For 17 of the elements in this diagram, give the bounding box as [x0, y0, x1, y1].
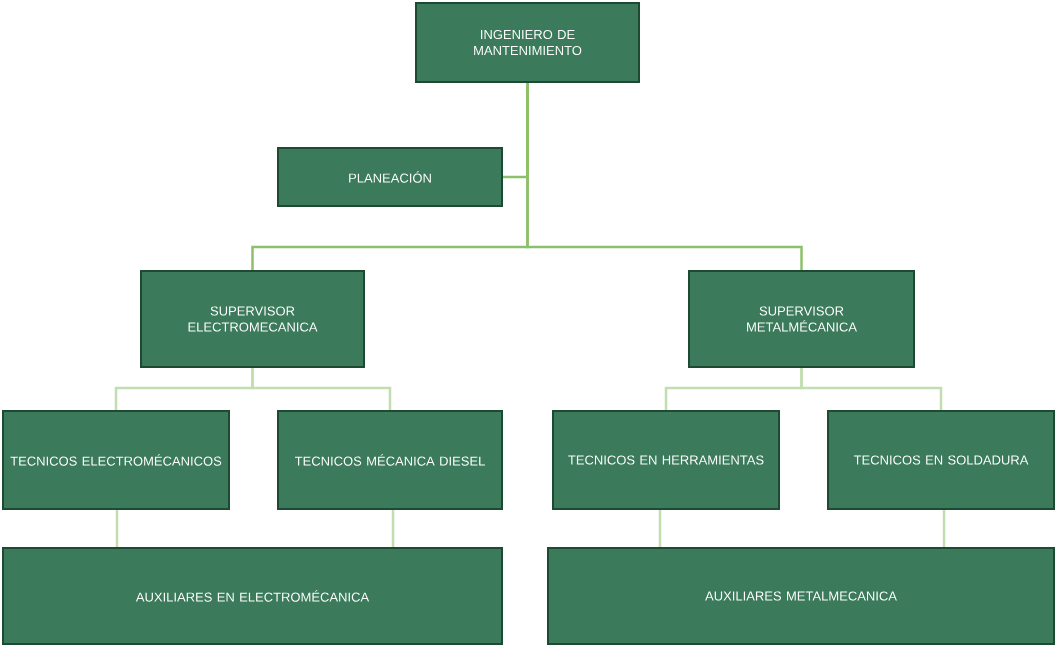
- org-box: AUXILIARES EN ELECTROMÉCANICA: [2, 547, 503, 645]
- org-box: SUPERVISOR METALMÉCANICA: [688, 270, 915, 368]
- org-box: AUXILIARES METALMECANICA: [547, 547, 1055, 645]
- org-box: INGENIERO DE MANTENIMIENTO: [415, 2, 640, 83]
- org-box: TECNICOS EN SOLDADURA: [827, 410, 1055, 510]
- connector-line: [800, 368, 943, 410]
- org-box: TECNICOS MÉCANICA DIESEL: [277, 410, 503, 510]
- connector-line: [115, 510, 119, 547]
- connector-line: [526, 83, 803, 270]
- connector-line: [658, 510, 662, 547]
- connector-line: [391, 510, 395, 547]
- org-box: TECNICOS ELECTROMÉCANICOS: [2, 410, 230, 510]
- org-box: TECNICOS EN HERRAMIENTAS: [552, 410, 780, 510]
- connector-line: [942, 510, 946, 547]
- org-box: SUPERVISOR ELECTROMECANICA: [140, 270, 365, 368]
- org-box: PLANEACIÓN: [277, 147, 503, 207]
- connector-line: [251, 368, 392, 410]
